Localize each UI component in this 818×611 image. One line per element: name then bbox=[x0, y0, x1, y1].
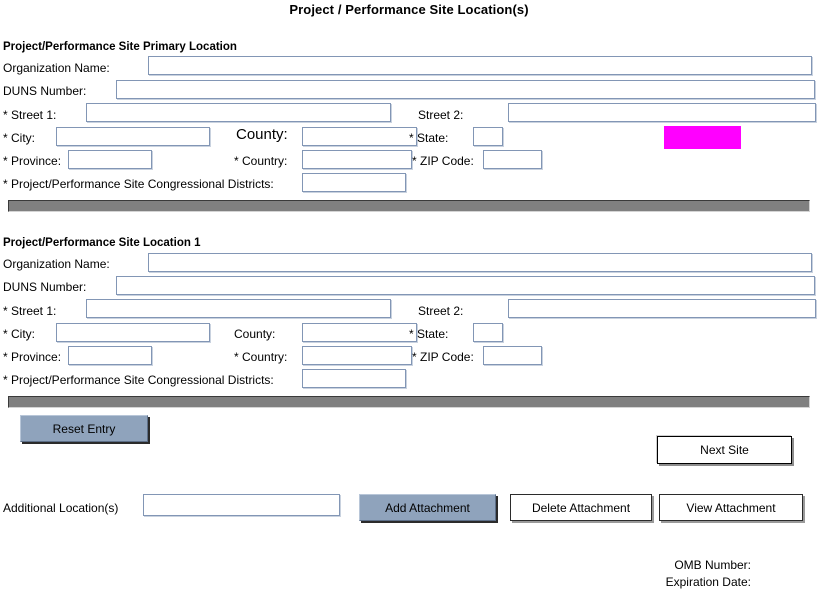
label-organization-name-primary: Organization Name: bbox=[3, 61, 110, 75]
label-city-location-1: * City: bbox=[3, 327, 36, 341]
label-organization-name-location-1: Organization Name: bbox=[3, 257, 110, 271]
label-county-primary: County: bbox=[236, 126, 288, 143]
next-site-button[interactable]: Next Site bbox=[657, 436, 792, 464]
input-additional-locations[interactable] bbox=[143, 494, 340, 516]
label-duns-location-1: DUNS Number: bbox=[3, 280, 87, 294]
omb-number-label: OMB Number: bbox=[674, 558, 751, 572]
input-street1-location-1[interactable] bbox=[86, 299, 391, 318]
label-zip-location-1: * ZIP Code: bbox=[412, 350, 474, 364]
expiration-date-label: Expiration Date: bbox=[665, 575, 751, 589]
input-city-location-1[interactable] bbox=[56, 323, 210, 342]
magenta-highlight-block bbox=[664, 126, 741, 149]
input-congressional-districts-primary[interactable] bbox=[302, 173, 406, 192]
input-organization-name-location-1[interactable] bbox=[148, 253, 812, 272]
input-street1-primary[interactable] bbox=[86, 103, 391, 122]
label-street2-primary: Street 2: bbox=[418, 108, 464, 122]
input-country-location-1[interactable] bbox=[302, 346, 412, 365]
label-congressional-districts-primary: * Project/Performance Site Congressional… bbox=[3, 177, 274, 191]
label-state-location-1: * State: bbox=[409, 327, 449, 341]
section-heading-primary: Project/Performance Site Primary Locatio… bbox=[3, 41, 237, 53]
section-divider-2 bbox=[8, 396, 810, 408]
input-street2-primary[interactable] bbox=[508, 103, 816, 122]
delete-attachment-button[interactable]: Delete Attachment bbox=[510, 494, 652, 521]
label-country-location-1: * Country: bbox=[234, 350, 288, 364]
label-duns-primary: DUNS Number: bbox=[3, 84, 87, 98]
label-additional-locations: Additional Location(s) bbox=[3, 501, 119, 515]
label-state-primary: * State: bbox=[409, 131, 449, 145]
input-state-primary[interactable] bbox=[473, 127, 503, 146]
input-duns-primary[interactable] bbox=[116, 80, 815, 99]
input-street2-location-1[interactable] bbox=[508, 299, 816, 318]
label-street1-location-1: * Street 1: bbox=[3, 304, 57, 318]
label-province-location-1: * Province: bbox=[3, 350, 62, 364]
input-organization-name-primary[interactable] bbox=[148, 56, 812, 75]
label-congressional-districts-location-1: * Project/Performance Site Congressional… bbox=[3, 373, 274, 387]
input-county-primary[interactable] bbox=[302, 127, 417, 146]
add-attachment-button[interactable]: Add Attachment bbox=[359, 494, 496, 521]
input-zip-primary[interactable] bbox=[483, 150, 542, 169]
section-heading-location-1: Project/Performance Site Location 1 bbox=[3, 237, 201, 249]
section-divider-1 bbox=[8, 200, 810, 212]
input-duns-location-1[interactable] bbox=[116, 276, 815, 295]
label-country-primary: * Country: bbox=[234, 154, 288, 168]
input-county-location-1[interactable] bbox=[302, 323, 417, 342]
reset-entry-button[interactable]: Reset Entry bbox=[20, 415, 148, 442]
input-province-primary[interactable] bbox=[68, 150, 152, 169]
input-province-location-1[interactable] bbox=[68, 346, 152, 365]
label-street2-location-1: Street 2: bbox=[418, 304, 464, 318]
input-state-location-1[interactable] bbox=[473, 323, 503, 342]
view-attachment-button[interactable]: View Attachment bbox=[659, 494, 803, 521]
label-zip-primary: * ZIP Code: bbox=[412, 154, 474, 168]
input-city-primary[interactable] bbox=[56, 127, 210, 146]
input-congressional-districts-location-1[interactable] bbox=[302, 369, 406, 388]
label-province-primary: * Province: bbox=[3, 154, 62, 168]
label-county-location-1: County: bbox=[234, 327, 276, 341]
page-title: Project / Performance Site Location(s) bbox=[289, 2, 529, 17]
label-city-primary: * City: bbox=[3, 131, 36, 145]
label-street1-primary: * Street 1: bbox=[3, 108, 57, 122]
input-country-primary[interactable] bbox=[302, 150, 412, 169]
input-zip-location-1[interactable] bbox=[483, 346, 542, 365]
